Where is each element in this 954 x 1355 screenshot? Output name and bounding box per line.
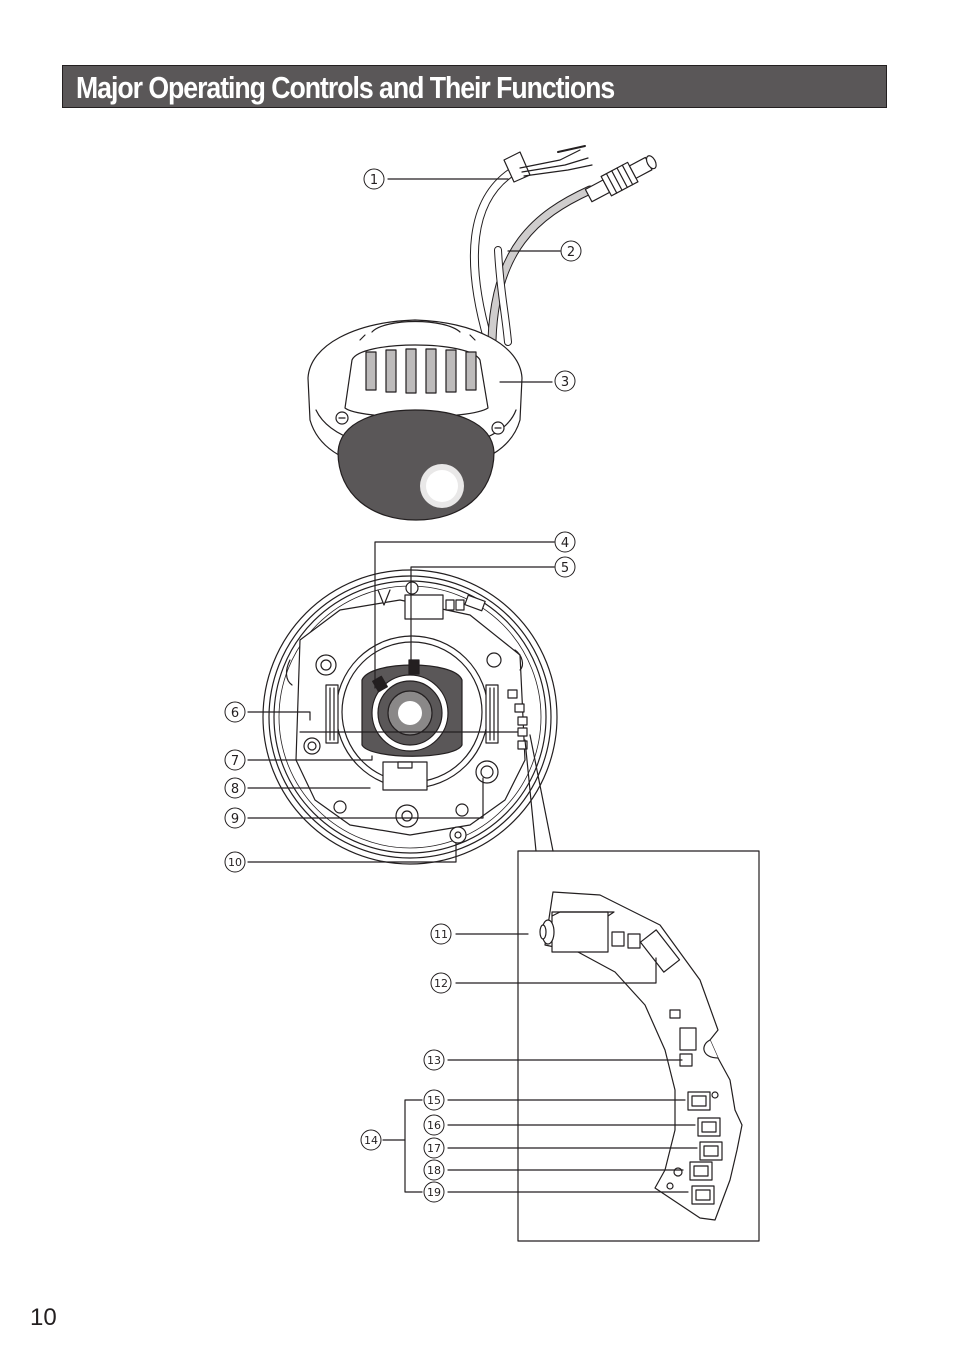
callout-3: 3 <box>561 375 569 390</box>
callout-6: 6 <box>231 706 239 721</box>
callout-9: 9 <box>231 812 239 827</box>
callout-7: 7 <box>231 754 239 769</box>
callout-19: 19 <box>427 1186 441 1199</box>
callout-1: 1 <box>370 173 378 188</box>
section-title: Major Operating Controls and Their Funct… <box>76 70 615 105</box>
callout-8: 8 <box>231 782 239 797</box>
dome-camera-illustration <box>307 145 657 521</box>
board-detail-illustration <box>539 891 743 1221</box>
callout-17: 17 <box>427 1142 441 1155</box>
callout-11: 11 <box>434 928 448 941</box>
callout-12: 12 <box>434 977 448 990</box>
callout-15: 15 <box>427 1094 441 1107</box>
callout-16: 16 <box>427 1119 441 1132</box>
callout-2: 2 <box>567 245 575 260</box>
callout-5: 5 <box>561 561 569 576</box>
callouts: 1 2 3 4 5 6 7 8 9 10 11 12 13 14 15 16 1… <box>224 168 582 1203</box>
page-number: 10 <box>30 1304 57 1331</box>
leader-lines <box>247 178 698 1193</box>
section-title-bar: Major Operating Controls and Their Funct… <box>62 65 887 108</box>
callout-14: 14 <box>364 1134 378 1147</box>
callout-13: 13 <box>427 1054 441 1067</box>
internal-view-illustration <box>262 569 558 865</box>
callout-18: 18 <box>427 1164 441 1177</box>
callout-4: 4 <box>561 536 569 551</box>
callout-10: 10 <box>228 856 242 869</box>
